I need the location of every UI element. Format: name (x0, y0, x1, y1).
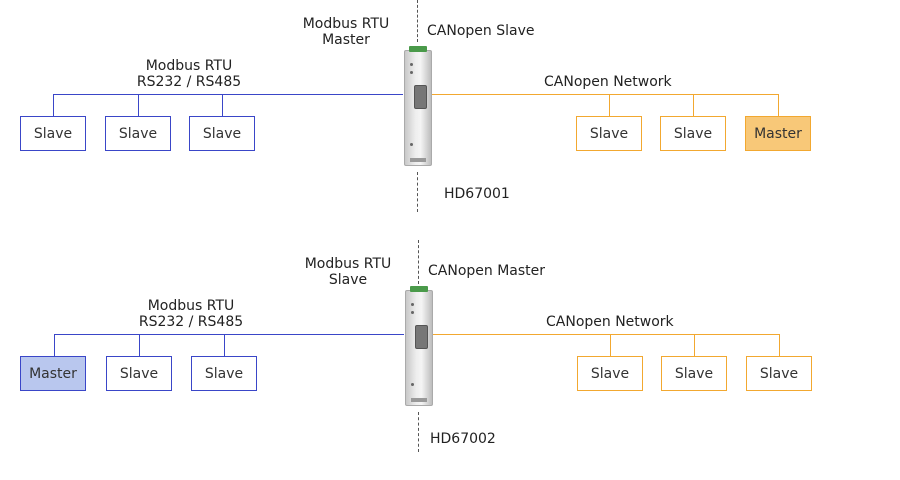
modbus-bus-line (54, 334, 404, 335)
canopen-drop-line (694, 334, 695, 356)
modbus-node-box: Slave (20, 116, 86, 151)
modbus-drop-line (53, 94, 54, 116)
canopen-drop-line (610, 334, 611, 356)
canopen-network-label: CANopen Network (546, 314, 674, 330)
canopen-bus-line (433, 334, 780, 335)
canopen-node-box: Slave (660, 116, 726, 151)
device-model-label: HD67001 (444, 186, 510, 202)
modbus-drop-line (224, 334, 225, 356)
modbus-bus-label: Modbus RTU RS232 / RS485 (136, 58, 242, 90)
modbus-role-label: Modbus RTU Master (302, 16, 390, 48)
canopen-drop-line (693, 94, 694, 116)
gateway-device-icon (404, 46, 432, 166)
modbus-bus-line (53, 94, 403, 95)
modbus-drop-line (138, 94, 139, 116)
modbus-node-box: Slave (191, 356, 257, 391)
separator-line-bottom (418, 412, 419, 452)
canopen-node-box: Slave (576, 116, 642, 151)
canopen-role-label: CANopen Master (428, 263, 546, 279)
canopen-node-box: Slave (746, 356, 812, 391)
modbus-role-label: Modbus RTU Slave (304, 256, 392, 288)
separator-line-bottom (417, 172, 418, 212)
canopen-drop-line (778, 94, 779, 116)
separator-line-top (417, 0, 418, 42)
canopen-drop-line (609, 94, 610, 116)
canopen-role-label: CANopen Slave (427, 23, 535, 39)
canopen-master-box: Master (745, 116, 811, 151)
modbus-drop-line (222, 94, 223, 116)
modbus-drop-line (139, 334, 140, 356)
modbus-drop-line (54, 334, 55, 356)
modbus-master-box: Master (20, 356, 86, 391)
separator-line-top (418, 240, 419, 284)
canopen-node-box: Slave (577, 356, 643, 391)
device-model-label: HD67002 (430, 431, 496, 447)
gateway-device-icon (405, 286, 433, 406)
modbus-node-box: Slave (189, 116, 255, 151)
canopen-drop-line (779, 334, 780, 356)
modbus-bus-label: Modbus RTU RS232 / RS485 (138, 298, 244, 330)
modbus-node-box: Slave (105, 116, 171, 151)
canopen-network-label: CANopen Network (544, 74, 672, 90)
canopen-node-box: Slave (661, 356, 727, 391)
modbus-node-box: Slave (106, 356, 172, 391)
canopen-bus-line (432, 94, 779, 95)
